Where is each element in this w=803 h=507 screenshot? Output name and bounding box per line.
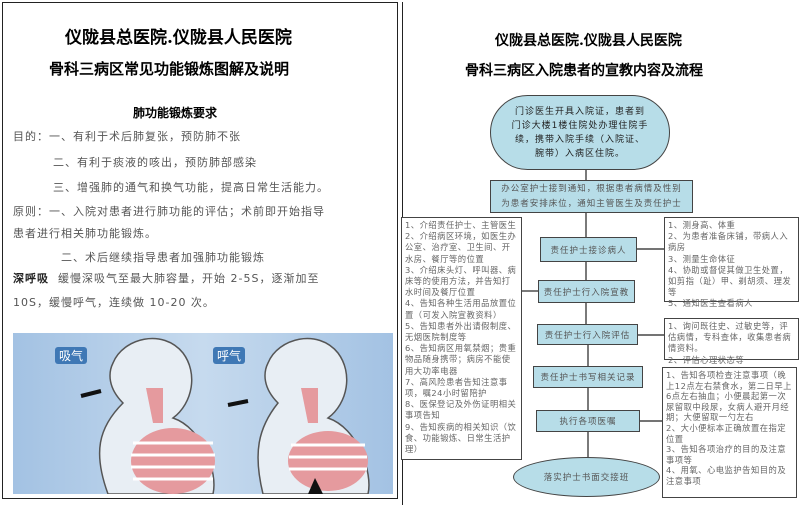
list-item: 9、告知疾病的相关知识（饮食、功能锻炼、日常生活护理） <box>405 421 517 455</box>
list-item: 1、询问既往史、过敏史等，评估病情，专科查体，收集患者病情资料。 <box>668 321 792 354</box>
list-item: 2、评估心理状态等 <box>668 354 745 365</box>
flow-step: 责任护士行入院宣教 <box>538 280 635 303</box>
list-item: 5、告知患者外出请假制度、无烟医院制度等 <box>405 320 517 343</box>
flow-start: 门诊医生开具入院证，患者到门诊大楼1楼住院处办理住院手续，携带入院手续（入院证、… <box>490 95 670 170</box>
flow-office-nurse: 办公室护士接到通知，根据患者病情及性别为患者安排床位，通知主管医生及责任护士 <box>490 180 693 213</box>
list-item: 2、大小便标本正确放置在指定位置 <box>666 422 787 444</box>
text-line: 患者进行相关肺功能锻炼。 <box>13 227 157 240</box>
hospital-name: 仪陇县总医院.仪陇县人民医院 <box>495 33 682 49</box>
exhale-figure <box>227 337 370 494</box>
list-item: 4、协助或督促其做卫生处置，如剪指（趾）甲、剃胡须、理发等 <box>668 264 792 298</box>
flow-step: 责任护士接诊病人 <box>540 237 637 262</box>
flow-step: 责任护士书写相关记录 <box>533 366 643 388</box>
list-item: 3、测量生命体征 <box>668 253 736 264</box>
list-item: 3、告知各项治疗的目的及注意事项等 <box>666 444 787 465</box>
deep-breath-text2: 10S，缓慢呼气，连续做 10-20 次。 <box>13 296 215 309</box>
list-item: 8、医保登记及外伤证明相关事项告知 <box>405 399 517 421</box>
list-item: 4、用氧、心电监护告知目的及注意事项 <box>666 465 787 486</box>
text-line: 三、增强肺的通气和换气功能，提高日常生活能力。 <box>53 181 329 194</box>
education-list: 1、介绍责任护士、主管医生 2、介绍病区环境，如医生办公室、治疗室、卫生间、开水… <box>401 217 522 460</box>
list-item: 4、告知各种生活用品放置位置（可发入院宣教资料） <box>405 298 517 320</box>
flow-step: 责任护士行入院评估 <box>537 324 638 345</box>
page-title: 骨科三病区常见功能锻炼图解及说明 <box>49 60 290 78</box>
list-item: 7、高风险患者告知注意事项，嘱24小时留陪护 <box>405 376 508 399</box>
list-item: 1、告知各项检查注意事项（晚上12点左右禁食水，第二日早上6点左右抽血；小便晨起… <box>666 370 792 423</box>
list-item: 6、告知病区用氧禁烟；贵重物品随身携带；病房不能使用大功率电器 <box>405 343 517 376</box>
list-item: 1、介绍责任护士、主管医生 <box>405 220 517 230</box>
hospital-name: 仪陇县总医院.仪陇县人民医院 <box>65 28 292 48</box>
deep-breath-text: 缓慢深吸气至最大肺容量，开始 2-5S，逐渐加至 <box>58 272 320 285</box>
left-page: 仪陇县总医院.仪陇县人民医院 骨科三病区常见功能锻炼图解及说明 肺功能锻炼要求 … <box>2 2 398 499</box>
text-line: 二、有利于痰液的咳出，预防肺部感染 <box>53 156 257 169</box>
exhale-label: 呼气 <box>213 347 246 364</box>
orders-list: 1、告知各项检查注意事项（晚上12点左右禁食水，第二日早上6点左右抽血；小便晨起… <box>662 367 797 498</box>
inhale-figure <box>80 337 215 494</box>
reception-list: 1、测身高、体重 2、为患者准备床铺，带病人入病房 3、测量生命体征 4、协助或… <box>664 217 799 308</box>
list-item: 2、为患者准备床铺，带病人入病房 <box>668 231 789 253</box>
page-title: 骨科三病区入院患者的宣教内容及流程 <box>465 63 703 79</box>
deep-breath-label: 深呼吸 <box>13 272 49 285</box>
inhale-label: 吸气 <box>55 347 88 364</box>
flow-end: 落实护士书面交接班 <box>513 457 660 497</box>
section-title: 肺功能锻炼要求 <box>133 106 218 120</box>
list-item: 5、通知医生查看病人 <box>668 298 753 309</box>
breathing-diagram: 吸气 呼气 <box>13 333 393 494</box>
list-item: 1、测身高、体重 <box>668 220 736 230</box>
list-item: 2、介绍病区环境，如医生办公室、治疗室、卫生间、开水房、餐厅等的位置 <box>405 231 517 264</box>
assessment-list: 1、询问既往史、过敏史等，评估病情，专科查体，收集患者病情资料。 2、评估心理状… <box>664 318 799 365</box>
list-item: 3、介绍床头灯、呼叫器、病床等的使用方法，并告知打水时间及餐厅位置 <box>405 264 517 298</box>
text-line: 目的：一、有利于术后肺复张，预防肺不张 <box>13 130 241 143</box>
text-line: 原则：一、入院对患者进行肺功能的评估；术前即开始指导 <box>13 205 325 218</box>
text-line: 二、术后继续指导患者加强肺功能锻炼 <box>61 251 265 264</box>
flow-step: 执行各项医嘱 <box>536 410 640 432</box>
